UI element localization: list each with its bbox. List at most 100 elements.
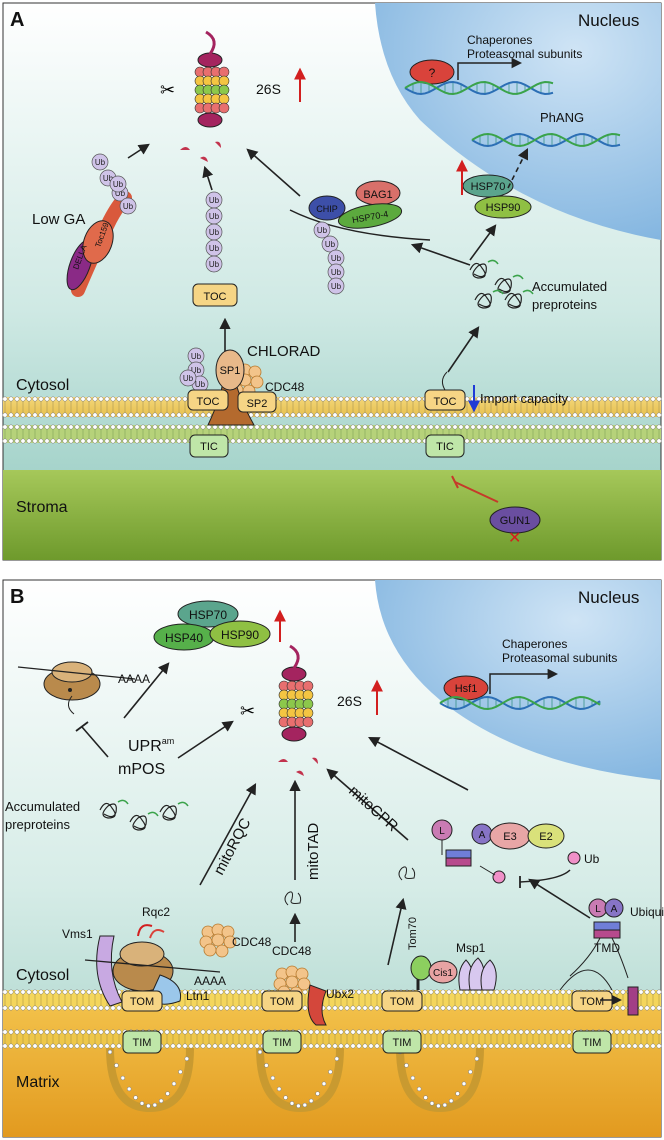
transcription-arrow-b bbox=[489, 668, 559, 694]
sp2-label: SP2 bbox=[247, 398, 268, 410]
cross-icon: ✕ bbox=[508, 530, 521, 547]
preproteins-label-b: preproteins bbox=[5, 817, 71, 832]
della-toc159: DELLA Toc159 bbox=[66, 191, 132, 297]
unknown-factor-label: ? bbox=[429, 66, 436, 80]
svg-text:Ub: Ub bbox=[113, 180, 124, 189]
unknown-factor bbox=[409, 59, 455, 85]
cytosol-label: Cytosol bbox=[16, 377, 69, 394]
phang-label: PhANG bbox=[540, 110, 584, 125]
svg-text:Ub: Ub bbox=[195, 380, 206, 389]
ribosome-top bbox=[17, 661, 136, 715]
scissors-icon-b: ✂ bbox=[240, 701, 255, 721]
inhibition-ribosome bbox=[81, 726, 109, 758]
rqc2-label: Rqc2 bbox=[142, 905, 170, 919]
cdc48-label-b2: CDC48 bbox=[272, 944, 312, 958]
ubiquilin-tmd: L A bbox=[569, 898, 629, 979]
gun1-inhibition bbox=[454, 481, 499, 503]
panel-b: B Nucleus HSP70 HSP40 HSP90 AAAA UPRam m… bbox=[2, 579, 664, 1138]
gun1 bbox=[489, 506, 541, 534]
chip-label: CHIP bbox=[316, 204, 338, 214]
nucleus-label: Nucleus bbox=[578, 11, 639, 30]
arrow-hsp-to-phang bbox=[507, 147, 529, 189]
nucleus-region-b bbox=[375, 580, 661, 780]
svg-text:Ub: Ub bbox=[115, 189, 126, 198]
a-label: A bbox=[479, 830, 486, 841]
tic-label-right: TIC bbox=[436, 441, 454, 453]
svg-text:Ub: Ub bbox=[209, 212, 220, 221]
svg-text:Ub: Ub bbox=[209, 228, 220, 237]
ltn1-label: Ltn1 bbox=[186, 989, 210, 1003]
msp1-label: Msp1 bbox=[456, 941, 486, 955]
proteasomal-label: Proteasomal subunits bbox=[467, 47, 582, 61]
cis1-label: Cis1 bbox=[433, 968, 453, 979]
svg-text:Ub: Ub bbox=[191, 366, 202, 375]
svg-text:Ub: Ub bbox=[331, 282, 342, 291]
tom70-cis1-msp1: Cis1 bbox=[410, 955, 497, 991]
mitocpr-substrate bbox=[398, 866, 416, 881]
mito-membrane bbox=[2, 989, 662, 1113]
upr-label: UPRam bbox=[128, 736, 174, 755]
mitotad-substrate bbox=[284, 891, 302, 906]
toc-tic-right: TOC TIC bbox=[424, 371, 466, 458]
panel-a-letter: A bbox=[10, 9, 24, 31]
preproteins-tangles-b bbox=[99, 799, 189, 831]
svg-text:TOC: TOC bbox=[203, 291, 226, 303]
chaperones-label: Chaperones bbox=[467, 33, 532, 47]
arrow-upr-to-hsp bbox=[123, 662, 170, 719]
scissors-icon: ✂ bbox=[160, 80, 175, 100]
svg-text:Ub: Ub bbox=[123, 202, 134, 211]
arrow-tom-to-substrate bbox=[387, 897, 407, 966]
svg-text:TOM: TOM bbox=[390, 996, 414, 1008]
arrow-preproteins-to-chip bbox=[410, 242, 471, 266]
chaperones-label-b: Chaperones bbox=[502, 637, 567, 651]
svg-text:TIM: TIM bbox=[133, 1037, 152, 1049]
toc-label: TOC bbox=[196, 396, 219, 408]
toc-label-right: TOC bbox=[433, 396, 456, 408]
tmd-bar bbox=[627, 986, 639, 1016]
ub-label-b: Ub bbox=[584, 852, 600, 866]
e3-e2-complex: L A E3 E2 bbox=[431, 819, 581, 884]
svg-text:Ub: Ub bbox=[103, 174, 114, 183]
svg-text:TIM: TIM bbox=[583, 1037, 602, 1049]
svg-text:TOM: TOM bbox=[270, 996, 294, 1008]
cdc48-hexamer-b bbox=[199, 923, 237, 958]
nucleus-region bbox=[375, 3, 661, 240]
svg-text:TOM: TOM bbox=[580, 996, 604, 1008]
a-label-2: A bbox=[611, 904, 618, 915]
hsp90-label-b: HSP90 bbox=[221, 628, 259, 642]
mitocpr-arrow bbox=[326, 768, 409, 841]
hsp70-hsp90: HSP70 HSP90 bbox=[462, 174, 532, 219]
stroma-region bbox=[3, 470, 661, 560]
arrow-upr-to-26s bbox=[177, 720, 234, 759]
hsf1-label: Hsf1 bbox=[455, 683, 478, 695]
proteasome-26s-b bbox=[278, 644, 314, 742]
chip-complex: BAG1 HSP70-4 CHIP bbox=[289, 180, 431, 241]
aaaa-label: AAAA bbox=[118, 672, 150, 686]
arrow-e3-to-26s bbox=[368, 736, 469, 791]
low-ga-label: Low GA bbox=[32, 211, 85, 228]
e2-label: E2 bbox=[539, 831, 552, 843]
dna-helix-phang bbox=[471, 132, 621, 148]
l-label: L bbox=[439, 826, 445, 837]
peptide-fragments bbox=[180, 141, 221, 162]
ubx2-label: Ubx2 bbox=[326, 987, 354, 1001]
svg-text:TIM: TIM bbox=[393, 1037, 412, 1049]
transcription-arrow bbox=[457, 57, 523, 80]
proteasome-label: 26S bbox=[256, 81, 281, 97]
aaaa-label-b: AAAA bbox=[194, 974, 226, 988]
tmd-label: TMD bbox=[594, 941, 620, 955]
hsp-chaperones: HSP70 HSP40 HSP90 bbox=[153, 600, 271, 651]
svg-text:Ub: Ub bbox=[191, 352, 202, 361]
import-capacity-label: Import capacity bbox=[480, 391, 569, 406]
bag1-label: BAG1 bbox=[363, 189, 392, 201]
mitorqc-arrow bbox=[199, 783, 257, 886]
l-label-2: L bbox=[595, 904, 601, 915]
svg-text:Ub: Ub bbox=[183, 374, 194, 383]
ub-transfer bbox=[519, 869, 571, 883]
stroma-label: Stroma bbox=[16, 499, 68, 516]
proteasome-label-b: 26S bbox=[337, 693, 362, 709]
svg-text:TOM: TOM bbox=[130, 996, 154, 1008]
